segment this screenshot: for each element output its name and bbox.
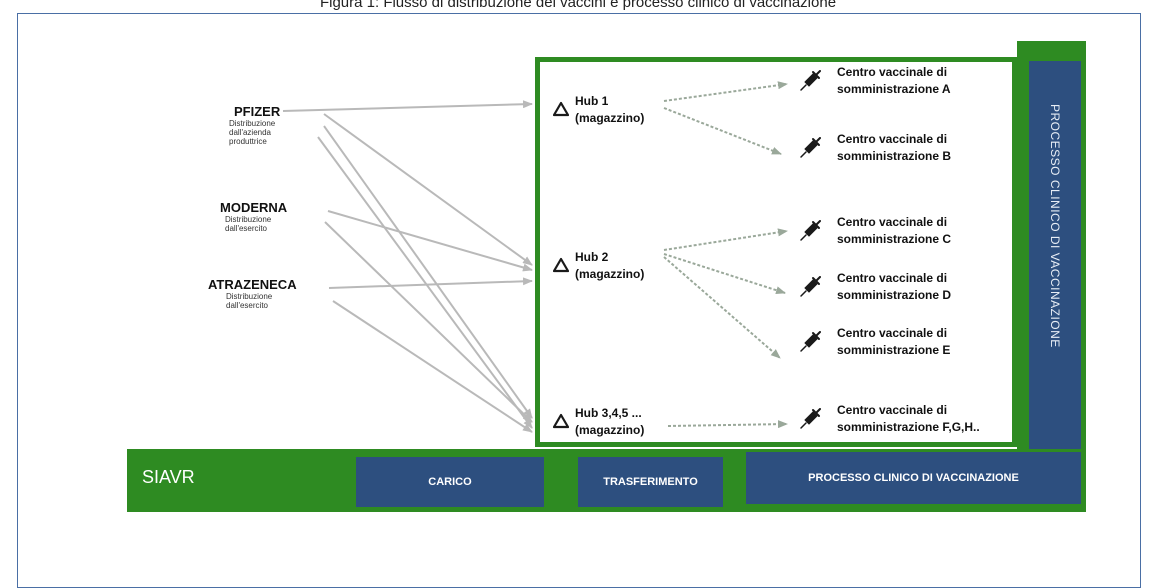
source-desc: dall'esercito: [226, 301, 268, 311]
source-moderna: MODERNA Distribuzione dall'esercito: [220, 200, 287, 233]
arrow-hub1-centerB: [663, 107, 782, 155]
syringe-icon: [800, 137, 821, 159]
center-f: Centro vaccinale di somministrazione F,G…: [799, 402, 980, 437]
carico-label: CARICO: [428, 476, 472, 488]
syringe-icon: [800, 220, 821, 242]
center-label: somministrazione F,G,H..: [837, 420, 980, 435]
syringe-icon: [800, 408, 821, 430]
hub-label: Hub 1: [575, 94, 609, 108]
center-label: Centro vaccinale di: [837, 403, 948, 417]
hub-container-box: [535, 57, 1017, 447]
processo-label: PROCESSO CLINICO DI VACCINAZIONE: [808, 472, 1019, 484]
center-e: Centro vaccinale di somministrazione E: [799, 325, 950, 360]
center-label: Centro vaccinale di: [837, 215, 948, 229]
source-desc: Distribuzione: [229, 119, 276, 128]
trasferimento-label: TRASFERIMENTO: [603, 476, 698, 488]
center-label: somministrazione C: [837, 232, 952, 247]
arrow-moderna-hub2: [327, 210, 533, 272]
arrow-hub3-centerF: [667, 420, 788, 429]
center-a: Centro vaccinale di somministrazione A: [799, 64, 951, 99]
source-name: MODERNA: [220, 200, 288, 215]
hub-label: Hub 2: [575, 250, 609, 264]
center-d: Centro vaccinale di somministrazione D: [799, 270, 951, 305]
center-label: somministrazione E: [837, 343, 951, 358]
source-name: ATRAZENECA: [208, 277, 297, 292]
header-text: Figura 1: Flusso di distribuzione dei va…: [319, 0, 837, 11]
center-label: Centro vaccinale di: [837, 132, 948, 146]
triangle-icon: [553, 413, 569, 429]
hub-1: Hub 1 (magazzino): [553, 93, 644, 128]
source-desc: dall'azienda: [229, 128, 272, 138]
syringe-icon: [800, 276, 821, 298]
source-atrazeneca: ATRAZENECA Distribuzione dall'esercito: [208, 277, 297, 310]
source-desc: dall'esercito: [225, 224, 267, 234]
triangle-icon: [553, 257, 569, 273]
center-label: somministrazione B: [837, 149, 952, 164]
arrow-atrazeneca-hub3: [332, 300, 533, 433]
arrow-hub2-centerD: [663, 253, 786, 295]
center-label: Centro vaccinale di: [837, 326, 948, 340]
center-label: somministrazione A: [837, 82, 951, 97]
arrows-layer: [282, 81, 788, 433]
triangle-icon: [553, 101, 569, 117]
carico-box: CARICO: [356, 457, 544, 507]
hub-label: Hub 3,4,5 ...: [575, 406, 642, 420]
arrow-atrazeneca-hub2: [328, 277, 533, 289]
arrow-hub2-centerC: [663, 228, 788, 251]
source-desc: Distribuzione: [225, 215, 272, 224]
processo-box: PROCESSO CLINICO DI VACCINAZIONE: [746, 452, 1081, 504]
source-desc: produttrice: [229, 137, 267, 147]
arrow-hub2-centerE: [663, 256, 781, 359]
arrow-pfizer-hub3a: [323, 125, 533, 419]
arrow-pfizer-hub2: [323, 113, 533, 266]
hub-label: (magazzino): [575, 111, 645, 126]
arrow-moderna-hub3: [324, 221, 533, 423]
center-label: Centro vaccinale di: [837, 65, 948, 79]
arrow-hub1-centerA: [663, 81, 788, 102]
hub-3: Hub 3,4,5 ... (magazzino): [553, 405, 644, 440]
center-label: somministrazione D: [837, 288, 952, 303]
hub-label: (magazzino): [575, 267, 645, 282]
center-b: Centro vaccinale di somministrazione B: [799, 131, 951, 166]
hub-label: (magazzino): [575, 423, 645, 438]
siavr-label: SIAVR: [142, 467, 195, 487]
arrow-pfizer-hub3b: [317, 136, 533, 429]
syringe-icon: [800, 70, 821, 92]
vertical-process-label: PROCESSO CLINICO DI VACCINAZIONE: [1048, 104, 1062, 348]
trasferimento-box: TRASFERIMENTO: [578, 457, 723, 507]
arrow-pfizer-hub1: [282, 100, 533, 112]
source-name: PFIZER: [234, 104, 281, 119]
center-c: Centro vaccinale di somministrazione C: [799, 214, 951, 249]
center-label: Centro vaccinale di: [837, 271, 948, 285]
source-desc: Distribuzione: [226, 292, 273, 301]
source-pfizer: PFIZER Distribuzione dall'azienda produt…: [229, 104, 280, 147]
syringe-icon: [800, 331, 821, 353]
hub-2: Hub 2 (magazzino): [553, 249, 644, 284]
blue-side-column: [1029, 61, 1081, 504]
